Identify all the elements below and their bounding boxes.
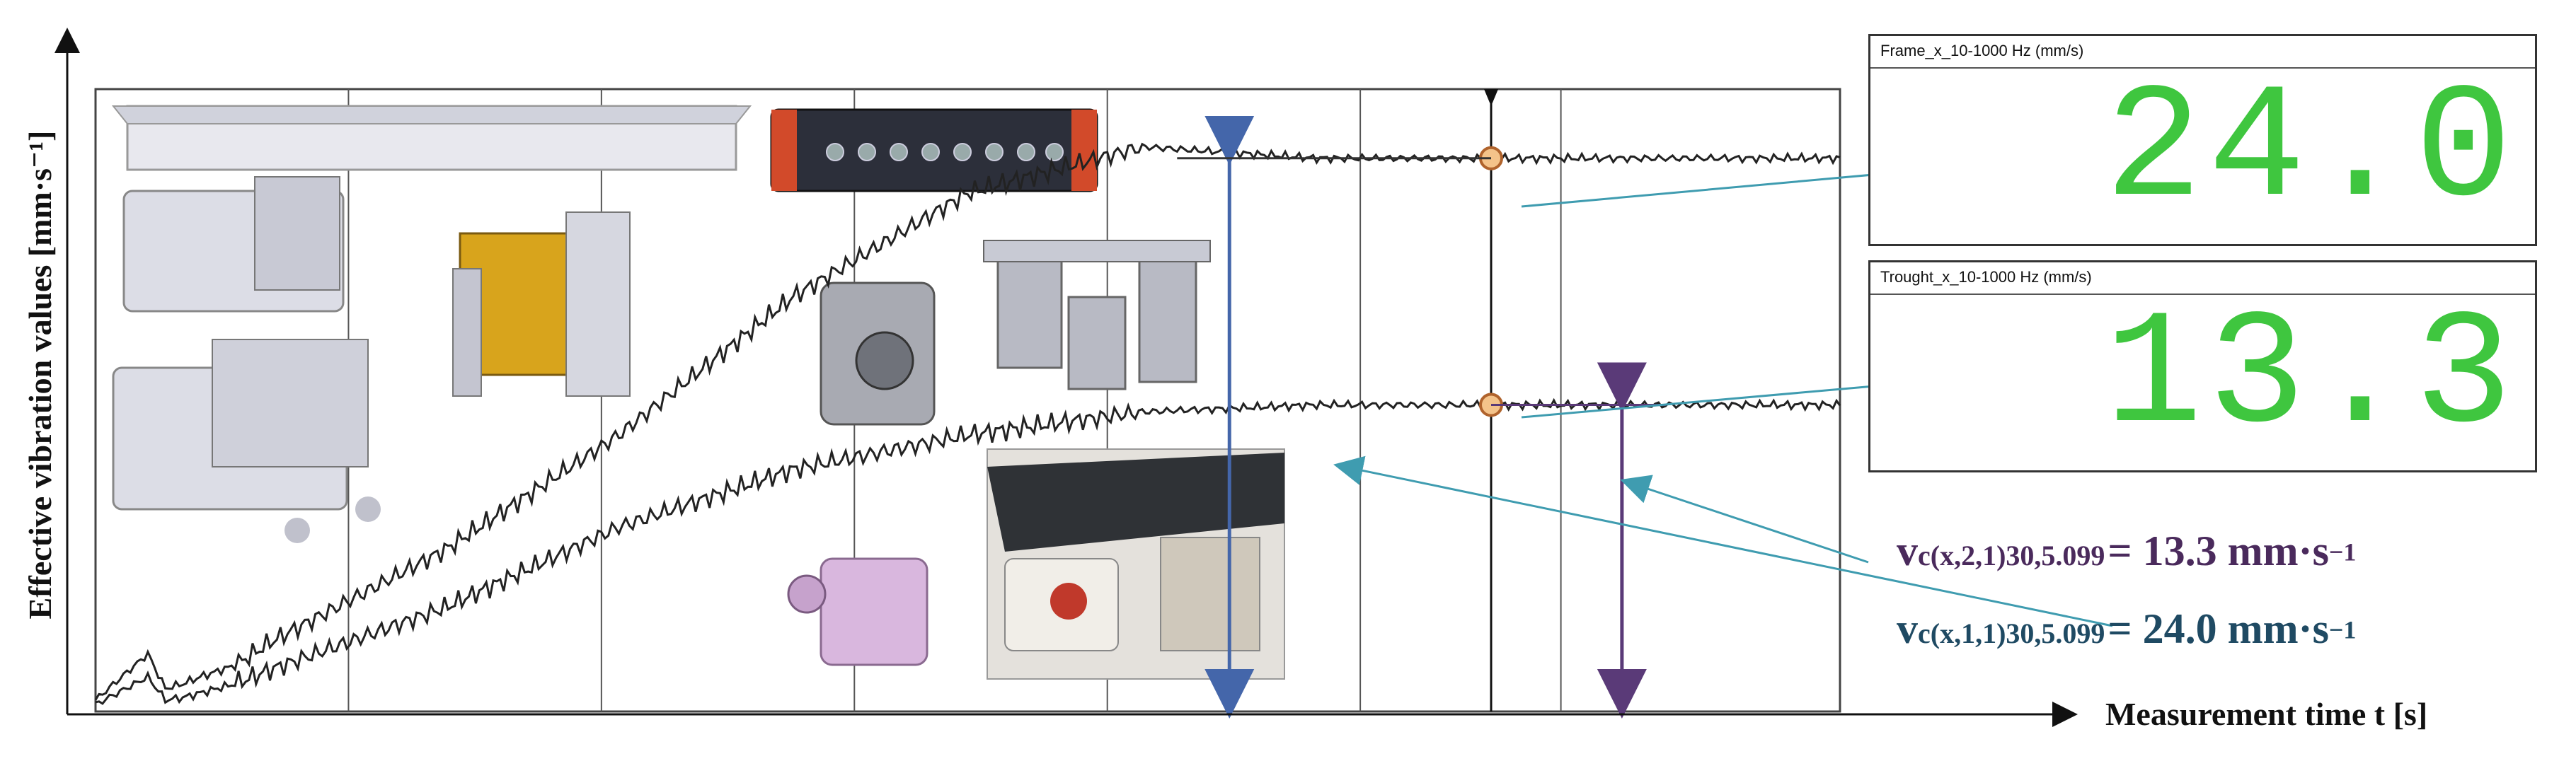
frame-readout-divider: [1870, 67, 2535, 69]
trough-eq-subscript: c(x,2,1)30,5.099: [1918, 540, 2105, 571]
frame-vibration-line: [94, 142, 1841, 701]
conveyor-photo: [987, 448, 1285, 680]
trough-eq-exponent: −1: [2328, 538, 2357, 567]
sensor-cube-icon: [452, 211, 631, 397]
frame-eq-subscript: c(x,1,1)30,5.099: [1918, 617, 2105, 649]
accelerometer-icon: [820, 281, 936, 426]
trough-vibration-line: [95, 397, 1841, 705]
frame-eq-value: = 24.0 mm·s: [2108, 605, 2329, 652]
y-axis-title: Effective vibration values [mm·s⁻¹]: [22, 131, 58, 620]
frame-equation-callout: [1333, 455, 2113, 627]
trough-equation: vc(x,2,1)30,5.099 = 13.3 mm·s−1: [1897, 527, 2356, 576]
trough-eq-value: = 13.3 mm·s: [2108, 528, 2329, 574]
frame-readout-label: Frame_x_10-1000 Hz (mm/s): [1880, 42, 2084, 59]
trough-readout-value: 13.3: [2104, 286, 2518, 470]
trough-eq-symbol: v: [1897, 528, 1918, 574]
x-axis-title: Measurement time t [s]: [2105, 696, 2427, 732]
daq-device-icon: [770, 108, 1098, 192]
grid-lines: [347, 89, 1562, 711]
frame-eq-symbol: v: [1897, 605, 1918, 652]
trough-readout-divider: [1870, 294, 2535, 295]
frame-eq-exponent: −1: [2328, 615, 2357, 644]
trough-readout-panel: Trought_x_10-1000 Hz (mm/s) 13.3: [1868, 260, 2537, 472]
plot-frame: [94, 88, 1841, 713]
conveyor-motor-icon: [111, 105, 752, 543]
mount-bracket-icon: [983, 240, 1211, 390]
frame-readout-panel: Frame_x_10-1000 Hz (mm/s) 24.0: [1868, 34, 2537, 246]
cursor-marker: [1484, 89, 1498, 106]
trough-equation-callout: [1620, 475, 1869, 564]
frame-readout-value: 24.0: [2104, 59, 2518, 243]
accelerometer-pink-icon: [787, 557, 928, 666]
trough-readout-label: Trought_x_10-1000 Hz (mm/s): [1880, 268, 2092, 286]
frame-equation: vc(x,1,1)30,5.099 = 24.0 mm·s−1: [1897, 605, 2356, 653]
